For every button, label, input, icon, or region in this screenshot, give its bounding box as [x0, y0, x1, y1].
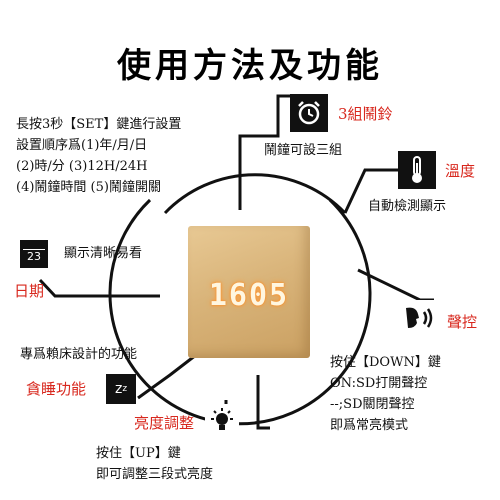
settings-instructions: 長按3秒【SET】鍵進行設置 設置順序爲(1)年/月/日 (2)時/分 (3)1…: [16, 114, 181, 198]
settings-connector: [238, 94, 296, 210]
thermometer-icon: [398, 151, 436, 189]
temperature-description: 自動檢測顯示: [368, 199, 447, 214]
snooze-connector: [137, 353, 197, 400]
settings-line-2: 設置順序爲(1)年/月/日: [16, 138, 148, 153]
voice-line-2: ON:SD打開聲控: [330, 376, 428, 391]
voice-control-instructions: 按住【DOWN】鍵 ON:SD打開聲控 --;SD關閉聲控 即爲常亮模式: [330, 352, 441, 436]
circle-top-arc: [163, 173, 347, 215]
date-connector: [38, 278, 160, 298]
alarm-description: 鬧鐘可設三組: [264, 143, 343, 158]
temperature-connector: [343, 168, 398, 214]
calendar-icon: 23: [20, 240, 48, 268]
brightness-line-1: 按住【UP】鍵: [96, 446, 181, 461]
brightness-instructions: 按住【UP】鍵 即可調整三段式亮度: [96, 443, 213, 485]
page-title: 使用方法及功能: [117, 46, 383, 86]
clock-display: 1605: [208, 278, 290, 313]
date-label: 日期: [14, 282, 45, 300]
snooze-label: 貪睡功能: [26, 380, 87, 398]
alarm-label: 3組鬧鈴: [338, 105, 393, 123]
settings-line-1: 長按3秒【SET】鍵進行設置: [16, 117, 182, 132]
center-circle: [108, 198, 372, 426]
right-bottom-connector: [256, 375, 270, 430]
calendar-number: 23: [27, 250, 41, 263]
wooden-clock-image: 1605: [188, 226, 310, 358]
voice-control-icon: [402, 300, 438, 336]
settings-line-4: (4)鬧鐘時間 (5)鬧鐘開關: [16, 180, 161, 195]
brightness-line-2: 即可調整三段式亮度: [96, 467, 214, 482]
settings-line-3: (2)時/分 (3)12H/24H: [16, 159, 148, 174]
brightness-label: 亮度調整: [134, 414, 195, 432]
date-description: 顯示清晰易看: [64, 246, 143, 261]
voice-control-label: 聲控: [447, 313, 478, 331]
voice-line-3: --;SD關閉聲控: [330, 397, 415, 412]
voice-line-1: 按住【DOWN】鍵: [330, 355, 441, 370]
snooze-description: 專爲賴床設計的功能: [20, 347, 138, 362]
lightbulb-icon: [205, 404, 239, 438]
alarm-clock-icon: [290, 94, 328, 132]
temperature-label: 溫度: [445, 162, 476, 180]
voice-line-4: 即爲常亮模式: [330, 418, 409, 433]
